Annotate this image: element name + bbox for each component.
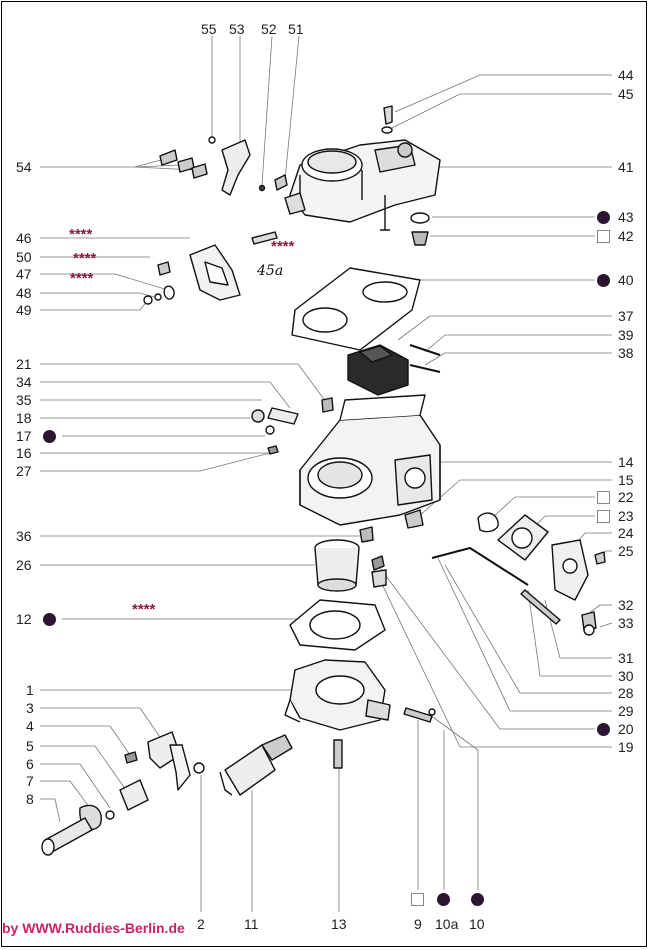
callout-21: 21 — [16, 356, 32, 372]
callout-38: 38 — [618, 345, 634, 361]
callout-25: 25 — [618, 543, 634, 559]
callout-44: 44 — [618, 67, 634, 83]
stars-12: **** — [132, 601, 156, 618]
handwritten-45a: 45a — [257, 263, 284, 279]
callout-9: 9 — [414, 916, 422, 932]
marker-empty-42 — [597, 230, 610, 243]
marker-filled-20 — [597, 723, 610, 736]
callout-20: 20 — [618, 721, 634, 737]
parts — [41, 105, 606, 856]
callout-7: 7 — [26, 773, 34, 789]
callout-41: 41 — [618, 159, 634, 175]
callout-22: 22 — [618, 489, 634, 505]
callout-10: 10 — [469, 916, 485, 932]
callout-19: 19 — [618, 739, 634, 755]
callout-14: 14 — [618, 454, 634, 470]
callout-45: 45 — [618, 86, 634, 102]
callout-26: 26 — [16, 557, 32, 573]
callout-37: 37 — [618, 308, 634, 324]
callout-1: 1 — [26, 682, 34, 698]
callout-47: 47 — [16, 266, 32, 282]
callout-15: 15 — [618, 472, 634, 488]
stars-46: **** — [69, 226, 93, 243]
callout-16: 16 — [16, 445, 32, 461]
callout-28: 28 — [618, 685, 634, 701]
marker-empty-23 — [597, 510, 610, 523]
marker-filled-40 — [597, 274, 610, 287]
callout-3: 3 — [26, 700, 34, 716]
callout-50: 50 — [16, 249, 32, 265]
marker-filled-43 — [597, 211, 610, 224]
callout-35: 35 — [16, 392, 32, 408]
callout-17: 17 — [16, 428, 32, 444]
callout-4: 4 — [26, 718, 34, 734]
marker-empty-22 — [597, 491, 610, 504]
callout-34: 34 — [16, 374, 32, 390]
callout-29: 29 — [618, 703, 634, 719]
callout-55: 55 — [201, 21, 217, 37]
callout-36: 36 — [16, 528, 32, 544]
callout-27: 27 — [16, 463, 32, 479]
callout-10a: 10a — [435, 916, 459, 932]
leader-lines — [40, 35, 613, 912]
callout-52: 52 — [261, 21, 277, 37]
callout-31: 31 — [618, 650, 634, 666]
callout-33: 33 — [618, 615, 634, 631]
callout-12: 12 — [16, 611, 32, 627]
stars-47: **** — [70, 270, 94, 287]
stars-50: **** — [73, 250, 97, 267]
callout-54: 54 — [16, 159, 32, 175]
callout-30: 30 — [618, 668, 634, 684]
callout-2: 2 — [197, 916, 205, 932]
callout-24: 24 — [618, 525, 634, 541]
callout-11: 11 — [244, 916, 259, 932]
source-credit: by WWW.Ruddies-Berlin.de — [2, 920, 185, 936]
stars-45a: **** — [271, 238, 295, 255]
marker-filled-10 — [471, 893, 484, 906]
callout-13: 13 — [331, 916, 347, 932]
callout-5: 5 — [26, 738, 34, 754]
marker-empty-9 — [411, 893, 424, 906]
callout-40: 40 — [618, 272, 634, 288]
callout-18: 18 — [16, 410, 32, 426]
marker-filled-17 — [43, 430, 56, 443]
marker-filled-12 — [43, 613, 56, 626]
callout-39: 39 — [618, 327, 634, 343]
callout-51: 51 — [288, 21, 304, 37]
callout-49: 49 — [16, 302, 32, 318]
callout-8: 8 — [26, 791, 34, 807]
callout-43: 43 — [618, 209, 634, 225]
callout-23: 23 — [618, 508, 634, 524]
callout-32: 32 — [618, 597, 634, 613]
callout-53: 53 — [229, 21, 245, 37]
callout-48: 48 — [16, 285, 32, 301]
marker-filled-10a — [437, 893, 450, 906]
callout-6: 6 — [26, 756, 34, 772]
callout-42: 42 — [618, 228, 634, 244]
callout-46: 46 — [16, 230, 32, 246]
